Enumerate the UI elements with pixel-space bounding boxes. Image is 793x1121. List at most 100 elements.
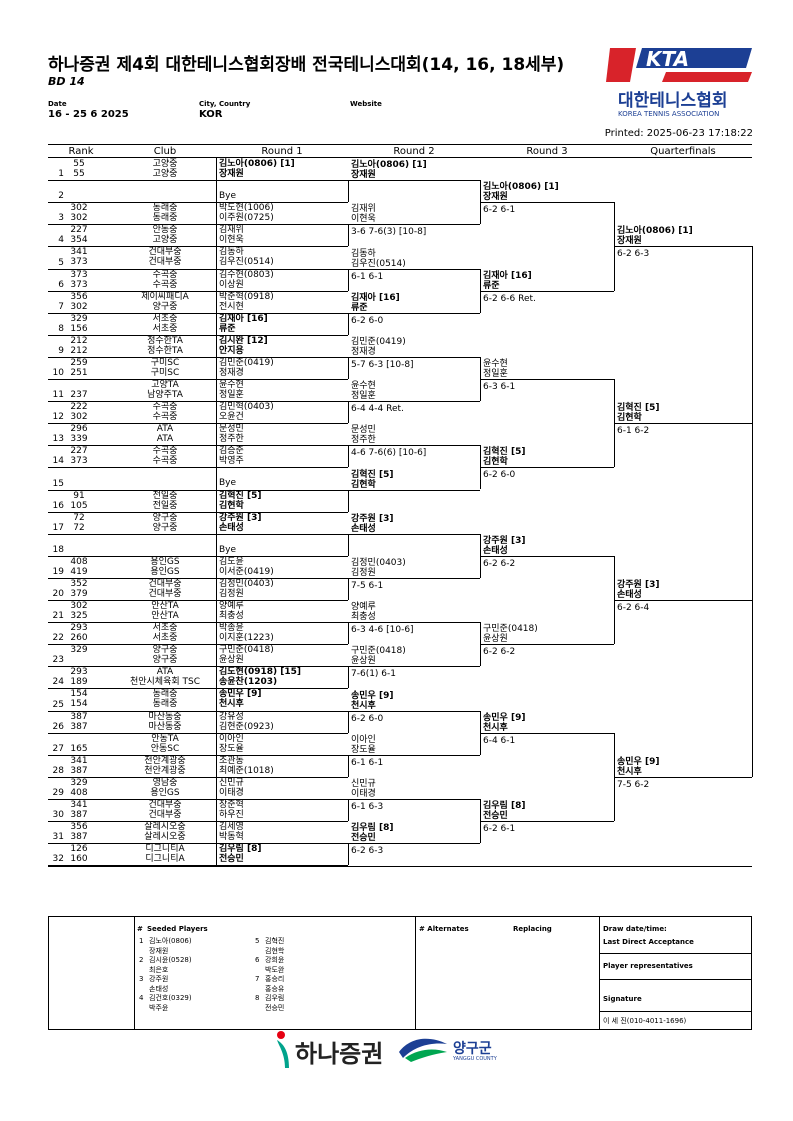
- reps-label: Player representatives: [603, 962, 693, 970]
- rank-2: 72: [73, 522, 85, 533]
- rank-2: 373: [70, 279, 88, 290]
- bracket-line: [348, 843, 349, 866]
- draw-number: 28: [52, 765, 64, 776]
- rank-2: 105: [70, 500, 88, 511]
- player-1: 김시완 [12]: [219, 335, 268, 346]
- bracket-line: [752, 246, 753, 777]
- club-2: 수곡중: [152, 456, 178, 467]
- bracket-line: [614, 202, 615, 291]
- r2-score: 7-5 6-1: [351, 580, 384, 591]
- r3-score: 6-4 6-1: [483, 735, 516, 746]
- r2-player-1: 이아인: [351, 734, 376, 745]
- rank-2: 379: [70, 588, 88, 599]
- r2-score: 6-1 6-1: [351, 271, 384, 282]
- rank-2: 354: [70, 235, 88, 246]
- player-2: 정일훈: [219, 390, 244, 400]
- club-2: 건대부중: [148, 257, 182, 268]
- player-2: 정재경: [219, 367, 244, 378]
- club-2: 구미SC: [150, 367, 180, 378]
- draw-number: 10: [52, 368, 64, 378]
- rank-2: 55: [73, 169, 85, 179]
- r2-score: 6-2 6-3: [351, 846, 384, 857]
- player-2: 안지용: [219, 345, 244, 356]
- bracket-line: [48, 290, 348, 292]
- bracket-line: [48, 644, 348, 646]
- player-1: 김재위: [219, 225, 244, 236]
- bracket-line: [48, 356, 348, 358]
- date-label: Date: [48, 100, 67, 108]
- club-2: 정수한TA: [147, 345, 183, 356]
- bracket-line: [48, 401, 348, 403]
- r2-player-1: 김민준(0419): [351, 336, 406, 347]
- seed-player-1: 강희윤: [265, 956, 285, 964]
- r2-player-2: 류준: [351, 302, 368, 313]
- club-2: 천안시체육회 TSC: [129, 677, 201, 688]
- seed-player-1: 김건호(0329): [149, 994, 192, 1002]
- rank-1: 296: [70, 424, 88, 435]
- player-2: 전승민: [219, 854, 244, 865]
- r3-score: 6-2 6-1: [483, 205, 516, 216]
- draw-number: 30: [52, 810, 64, 820]
- bracket-line: [48, 666, 348, 668]
- bracket-line: [348, 798, 349, 821]
- r2-player-2: 최충성: [351, 612, 376, 623]
- bracket-line: [348, 224, 349, 247]
- draw-number: 26: [52, 721, 64, 732]
- rank-2: 387: [70, 832, 88, 842]
- signature-label: Signature: [603, 995, 642, 1003]
- bracket-line: [348, 180, 349, 203]
- r2-player-1: 양예루: [351, 602, 376, 613]
- r3-player-2: 천시후: [483, 722, 508, 733]
- club-1: 전일중: [152, 490, 178, 501]
- rank-1: 341: [70, 755, 88, 766]
- bracket-line: [348, 401, 480, 403]
- r2-player-1: 김혁진 [5]: [351, 469, 394, 480]
- bracket-line: [480, 356, 481, 402]
- bracket-line: [48, 445, 348, 447]
- r2-player-2: 김우진(0514): [351, 258, 406, 269]
- rank-1: 329: [70, 645, 88, 656]
- player-1: 김혁진 [5]: [219, 490, 262, 501]
- club-1: 양구중: [152, 512, 178, 523]
- bracket-line: [48, 334, 348, 336]
- bracket-line: [348, 445, 349, 468]
- r3-player-2: 전승민: [483, 811, 508, 821]
- r2-player-2: 전승민: [351, 833, 376, 844]
- club-2: 서초중: [152, 323, 178, 334]
- draw-number: 19: [52, 566, 64, 577]
- draw-number: 20: [52, 589, 64, 599]
- col-round2: Round 2: [393, 146, 435, 157]
- player-1: 김승준: [219, 446, 244, 457]
- player-1: 강주원 [3]: [219, 512, 262, 523]
- club-2: 안동SC: [150, 743, 180, 754]
- seed-player-2: 최은호: [149, 966, 169, 974]
- bracket-line: [48, 865, 348, 867]
- r3-score: 6-2 6-2: [483, 647, 516, 658]
- club-2: 양구중: [152, 301, 178, 312]
- player-1: 김도현(0918) [15]: [219, 667, 301, 678]
- draw-number: 7: [58, 301, 64, 312]
- club-1: 동래중: [152, 689, 178, 700]
- player-1: 장준혁: [219, 799, 244, 810]
- r2-player-2: 윤상원: [351, 656, 376, 667]
- player-1: 조관동: [219, 755, 244, 766]
- kta-logo-icon: KTA: [606, 47, 752, 82]
- rank-2: 237: [70, 390, 88, 400]
- r2-score: 3-6 7-6(3) [10-8]: [351, 227, 427, 238]
- player-1: 이아인: [219, 733, 244, 744]
- rank-1: 91: [73, 490, 85, 501]
- club-1: ATA: [156, 424, 174, 435]
- qf-player-1: 송민우 [9]: [617, 756, 660, 767]
- seed-player-2: 전승민: [265, 1004, 285, 1012]
- seed-player-1: 강주원: [149, 975, 169, 983]
- seed-player-2: 김현학: [265, 947, 285, 955]
- player-1: 구민준(0418): [219, 645, 274, 656]
- r3-score: 6-3 6-1: [483, 382, 516, 392]
- rank-1: 227: [70, 225, 88, 236]
- player-2: 류준: [219, 323, 236, 334]
- r3-player-1: 송민우 [9]: [483, 712, 526, 723]
- seed-player-1: 김혁진: [265, 937, 285, 945]
- draw-number: 11: [52, 390, 64, 401]
- rank-1: 341: [70, 247, 88, 258]
- bracket-line: [48, 732, 348, 734]
